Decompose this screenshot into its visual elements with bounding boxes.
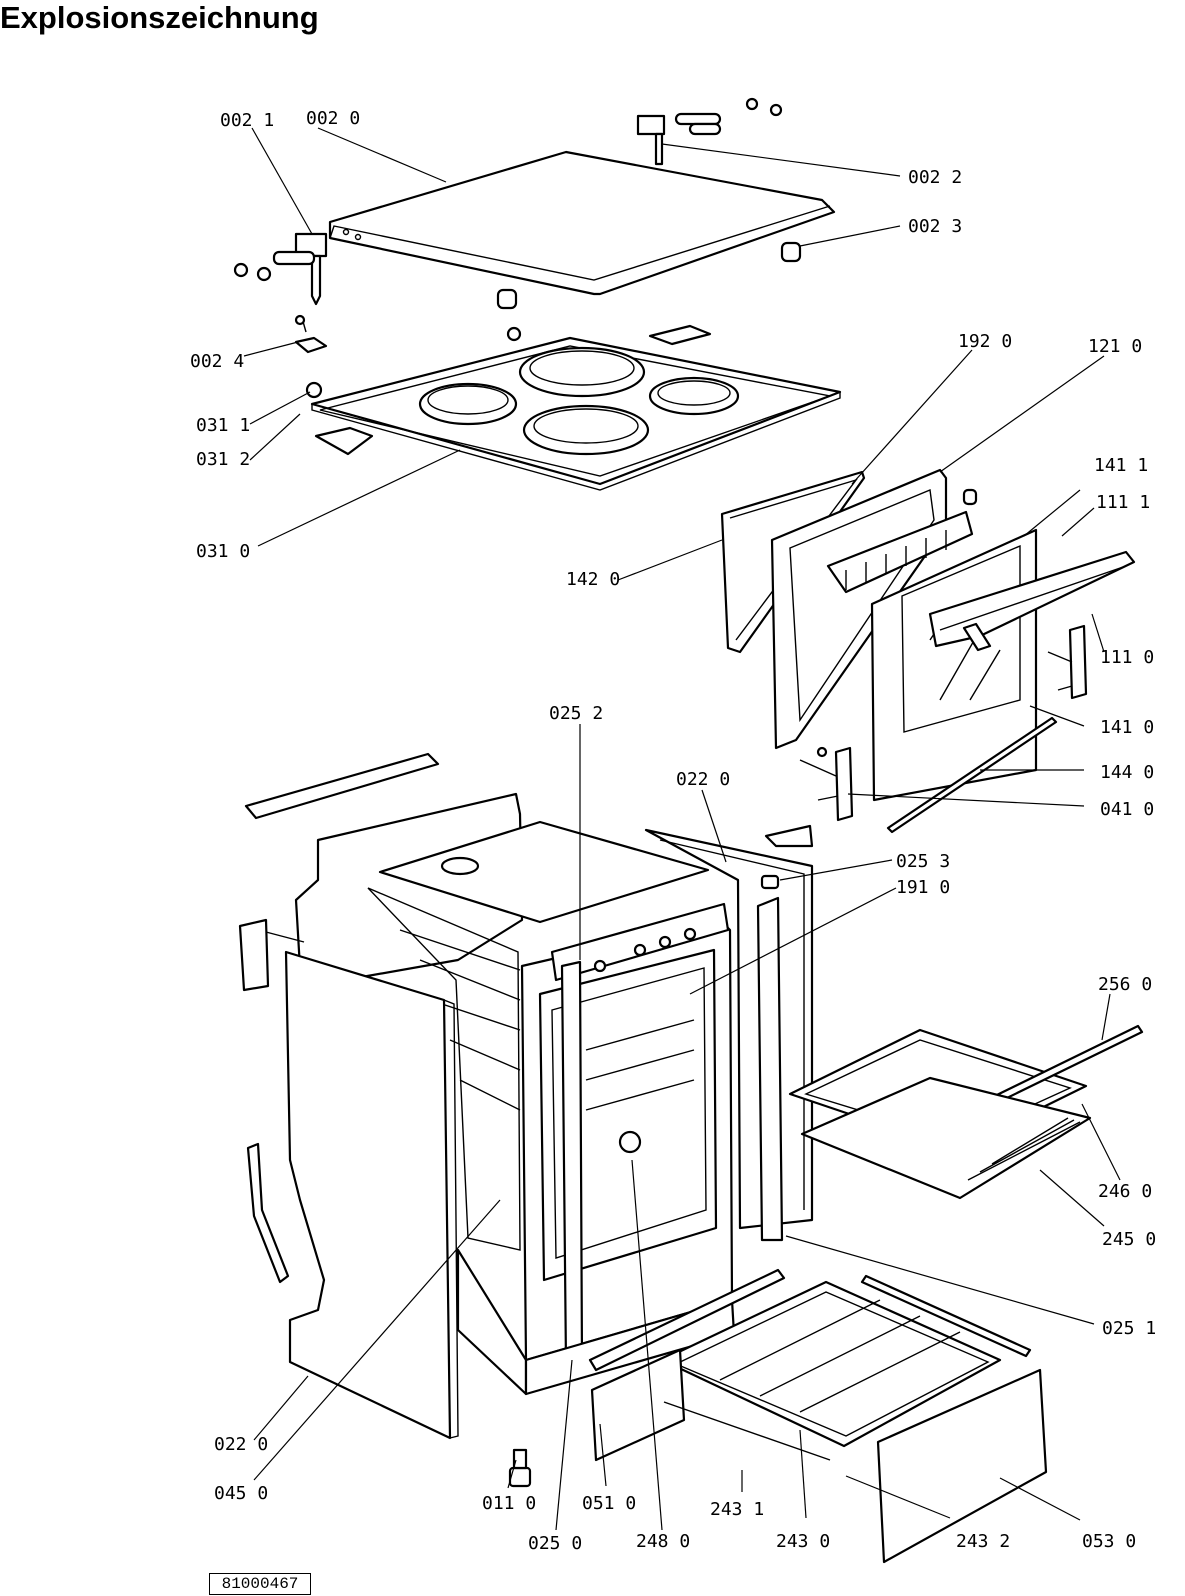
label-141-1: 141 1: [1094, 455, 1148, 476]
label-041-0: 041 0: [1100, 799, 1154, 820]
rear-panel: [294, 792, 524, 980]
label-031-1: 031 1: [196, 415, 250, 436]
label-111-0: 111 0: [1100, 647, 1154, 668]
label-248-0: 248 0: [636, 1531, 690, 1552]
part-labels: 002 1 002 0 002 2 002 3 002 4 031 1 031 …: [190, 108, 1156, 1554]
label-031-2: 031 2: [196, 449, 250, 470]
label-022-0-top: 022 0: [676, 769, 730, 790]
label-025-1: 025 1: [1102, 1318, 1156, 1339]
label-011-0: 011 0: [482, 1493, 536, 1514]
label-051-0: 051 0: [582, 1493, 636, 1514]
side-trim-strip: [246, 1142, 290, 1284]
label-002-2: 002 2: [908, 167, 962, 188]
leveling-foot: [508, 1448, 532, 1488]
lid-hinge-left: [233, 232, 328, 306]
page-title: Explosionszeichnung: [0, 0, 319, 35]
label-243-1: 243 1: [710, 1499, 764, 1520]
label-246-0: 246 0: [1098, 1181, 1152, 1202]
label-025-3: 025 3: [896, 851, 950, 872]
label-002-1: 002 1: [220, 110, 274, 131]
label-141-0: 141 0: [1100, 717, 1154, 738]
label-002-4: 002 4: [190, 351, 244, 372]
document-number: 81000467: [209, 1573, 311, 1595]
vertical-strip-left: [560, 960, 584, 1366]
label-025-2: 025 2: [549, 703, 603, 724]
storage-drawer: [660, 1280, 1048, 1564]
cover-clip: [294, 314, 328, 354]
label-002-0: 002 0: [306, 108, 360, 129]
label-243-0: 243 0: [776, 1531, 830, 1552]
vertical-strip-right: [756, 896, 784, 1242]
label-256-0: 256 0: [1098, 974, 1152, 995]
oven-top-plate: [378, 820, 710, 924]
label-045-0: 045 0: [214, 1483, 268, 1504]
lid-buffers: [496, 241, 802, 310]
lid-hinge-right: [636, 97, 783, 166]
cooktop-panel: [305, 324, 842, 491]
label-022-0-bottom: 022 0: [214, 1434, 268, 1455]
label-111-1: 111 1: [1096, 492, 1150, 513]
side-panel-left: [284, 950, 459, 1440]
door-frame: [770, 468, 978, 750]
label-142-0: 142 0: [566, 569, 620, 590]
label-191-0: 191 0: [896, 877, 950, 898]
label-245-0: 245 0: [1102, 1229, 1156, 1250]
label-121-0: 121 0: [1088, 336, 1142, 357]
label-053-0: 053 0: [1082, 1531, 1136, 1552]
door-seal-strip: [886, 716, 1058, 834]
side-rail-top: [244, 752, 440, 820]
oven-rack: [800, 1076, 1092, 1200]
oven-insulation: [367, 887, 521, 1251]
oven-front-frame: [520, 918, 734, 1362]
label-031-0: 031 0: [196, 541, 250, 562]
label-002-3: 002 3: [908, 216, 962, 237]
label-144-0: 144 0: [1100, 762, 1154, 783]
door-hinges: [799, 624, 1088, 822]
label-025-0: 025 0: [528, 1533, 582, 1554]
cover-lid: [328, 150, 836, 296]
drawer-rails: [588, 1268, 1032, 1462]
label-192-0: 192 0: [958, 331, 1012, 352]
hinge-bracket-left: [238, 918, 305, 992]
label-243-2: 243 2: [956, 1531, 1010, 1552]
door-handle: [928, 550, 1136, 652]
leader-lines: [243, 127, 1121, 1531]
control-panel-strip: [550, 902, 730, 982]
rail-clip: [760, 824, 814, 890]
